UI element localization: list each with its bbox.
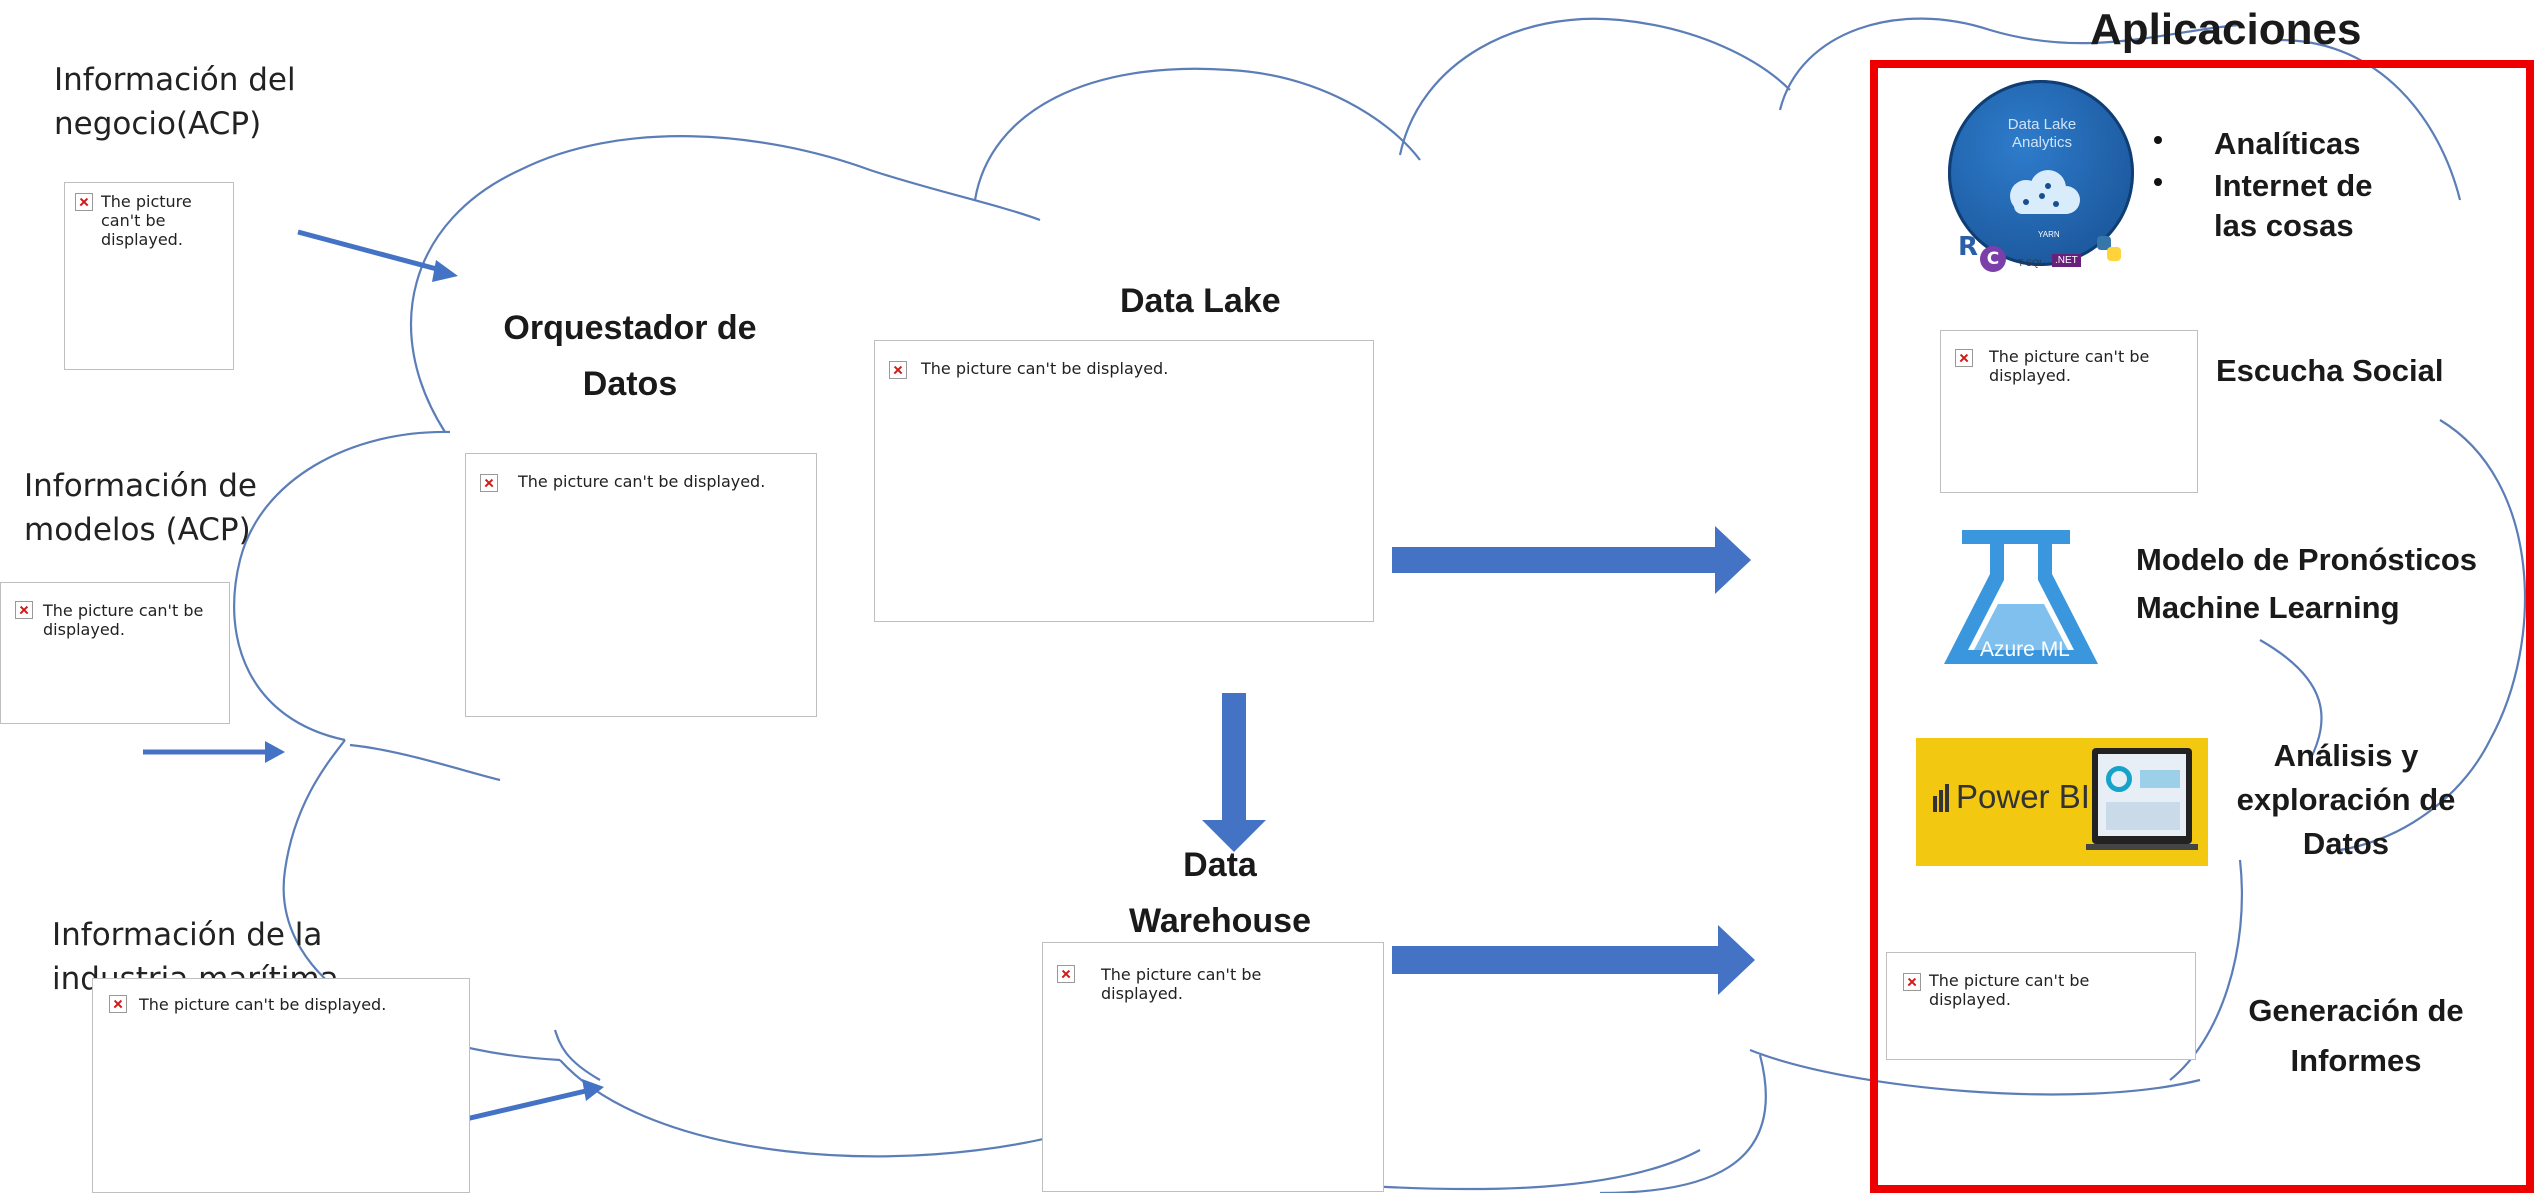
bullet-item: Internet de las cosas <box>2154 166 2394 246</box>
data-lake-title: Data Lake <box>1120 282 1281 320</box>
bullet-dot <box>2154 136 2162 144</box>
data-warehouse-title: Data Warehouse <box>1128 846 1311 940</box>
broken-image-icon <box>109 995 127 1013</box>
broken-image-icon <box>889 361 907 379</box>
placeholder-text: The picture can't be displayed. <box>1989 347 2150 385</box>
power-bi-logo: Power BI <box>1916 738 2208 866</box>
data-lake-analytics-logo: Data Lake Analytics R C YARN T-SQL .NET <box>1944 80 2150 280</box>
laptop-icon <box>2092 748 2192 844</box>
reports-image: The picture can't be displayed. <box>1886 952 2196 1060</box>
ml-forecast-label: Modelo de Pronósticos Machine Learning <box>2136 542 2478 625</box>
analytics-bullets: Analíticas Internet de las cosas <box>2154 124 2394 246</box>
arrow-models-head <box>265 741 285 763</box>
placeholder-text: The picture can't be displayed. <box>1929 971 2090 1009</box>
source-business-label: Información del negocio(ACP) <box>54 62 296 142</box>
cloud-icon <box>2010 170 2080 214</box>
source-maritime-image: The picture can't be displayed. <box>92 978 470 1193</box>
power-bi-text: Power BI <box>1956 778 2090 815</box>
broken-image-icon <box>75 193 93 211</box>
page-title: Aplicaciones <box>2090 5 2362 54</box>
broken-image-icon <box>480 474 498 492</box>
arrow-business-input <box>297 229 449 275</box>
dotnet-label: .NET <box>2052 254 2081 267</box>
arrow-lake-to-apps <box>1392 526 1751 594</box>
yarn-label: YARN <box>2038 230 2060 239</box>
tsql-label: T-SQL <box>2018 258 2045 268</box>
orchestrator-image: The picture can't be displayed. <box>465 453 817 717</box>
azure-ml-logo: Azure ML <box>1940 524 2100 670</box>
placeholder-text: The picture can't be displayed. <box>139 995 387 1014</box>
arrow-warehouse-to-apps <box>1392 925 1755 995</box>
broken-image-icon <box>1955 349 1973 367</box>
broken-image-icon <box>1903 973 1921 991</box>
source-business-image: The picture can't be displayed. <box>64 182 234 370</box>
orchestrator-title: Orquestador de Datos <box>503 309 757 403</box>
data-warehouse-image: The picture can't be displayed. <box>1042 942 1384 1192</box>
bullet-dot <box>2154 178 2162 186</box>
broken-image-icon <box>1057 965 1075 983</box>
placeholder-text: The picture can't be displayed. <box>101 192 192 249</box>
bullet-analytics: Analíticas <box>2214 126 2361 161</box>
placeholder-text: The picture can't be displayed. <box>921 359 1169 378</box>
source-models-label: Información de modelos (ACP) <box>24 468 257 548</box>
power-bi-icon <box>1933 784 1949 812</box>
python-icon <box>2097 236 2121 261</box>
placeholder-text: The picture can't be displayed. <box>43 601 204 639</box>
c-icon: C <box>1980 246 2006 272</box>
social-listening-label: Escucha Social <box>2216 353 2444 388</box>
data-lake-image: The picture can't be displayed. <box>874 340 1374 622</box>
placeholder-text: The picture can't be displayed. <box>1101 965 1262 1003</box>
source-models-image: The picture can't be displayed. <box>0 582 230 724</box>
dla-logo-text: Data Lake Analytics <box>2007 116 2077 151</box>
broken-image-icon <box>15 601 33 619</box>
r-icon: R <box>1958 232 1979 262</box>
flask-icon <box>1944 530 2098 664</box>
arrow-maritime-head <box>582 1079 604 1101</box>
bullet-iot: Internet de las cosas <box>2214 168 2373 243</box>
laptop-base <box>2086 844 2198 850</box>
data-analysis-label: Análisis y exploración de Datos <box>2236 738 2456 861</box>
placeholder-text: The picture can't be displayed. <box>518 472 766 491</box>
applications-frame <box>1870 60 2534 1193</box>
azure-ml-text: Azure ML <box>1980 638 2070 661</box>
report-generation-label: Generación de Informes <box>2248 993 2464 1078</box>
arrow-business-head <box>432 260 458 282</box>
bullet-item: Analíticas <box>2154 124 2394 164</box>
arrow-lake-to-warehouse <box>1202 693 1266 852</box>
social-listening-image: The picture can't be displayed. <box>1940 330 2198 493</box>
